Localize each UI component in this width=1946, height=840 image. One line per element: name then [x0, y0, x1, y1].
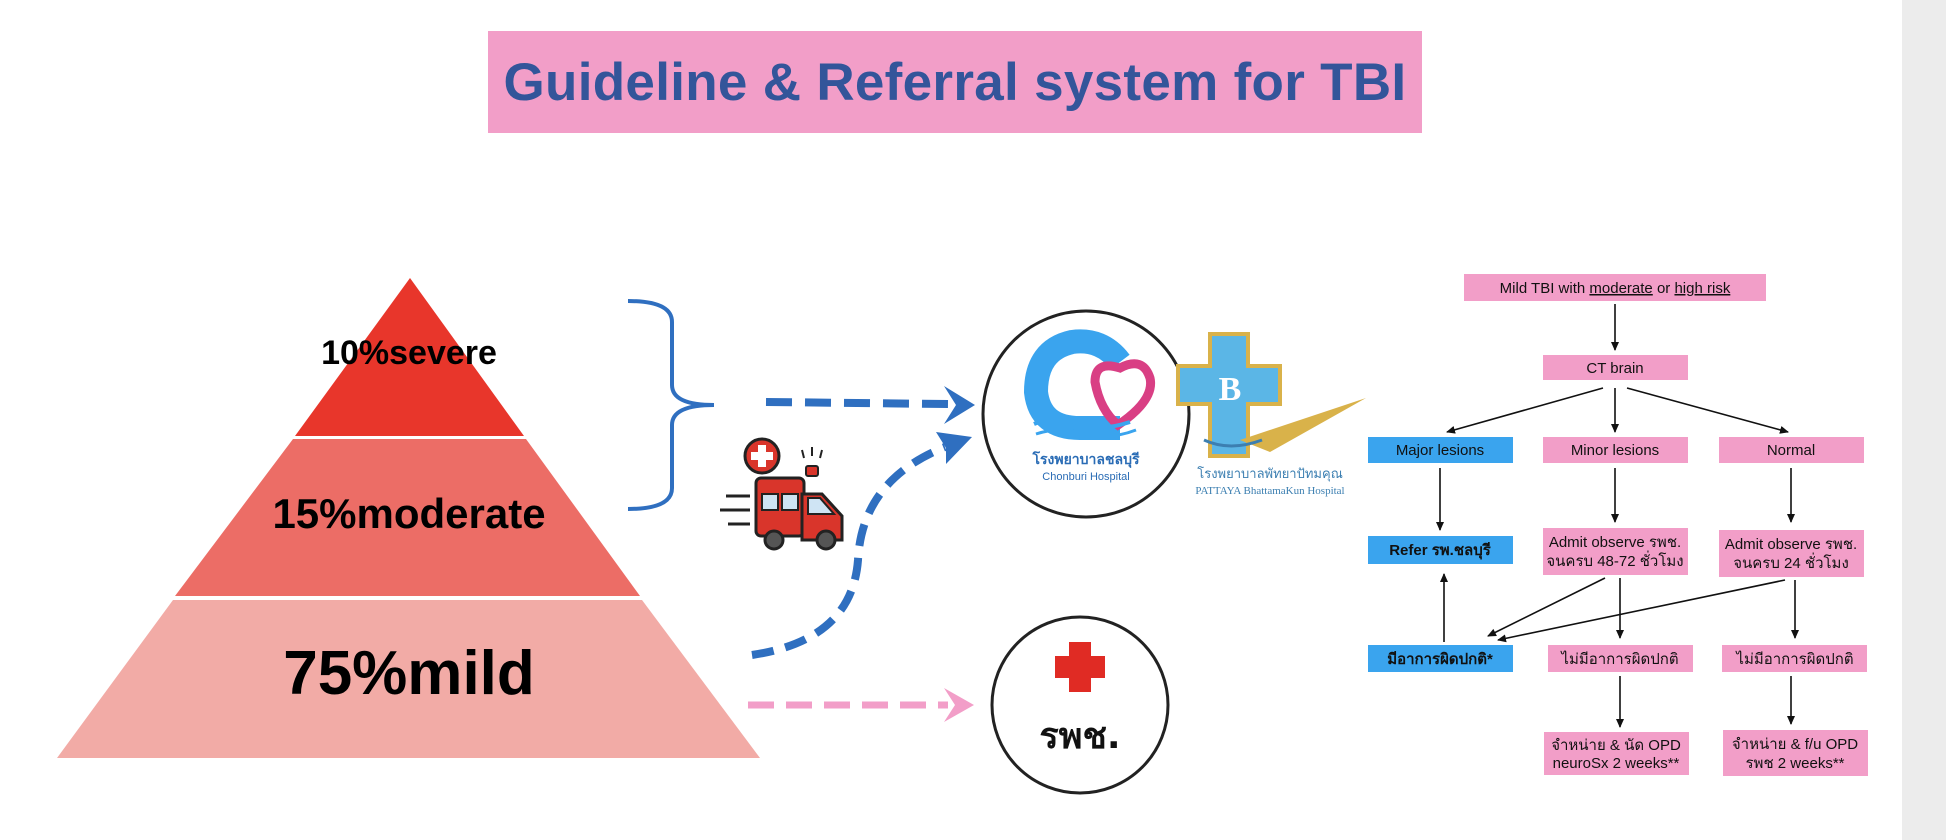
fc-no-abnormal-normal-text: ไม่มีอาการผิดปกติ [1735, 650, 1853, 668]
fc-admit-minor-line2: จนครบ 48-72 ชั่วโมง [1546, 550, 1683, 570]
fc-discharge-minor-line2: neuroSx 2 weeks** [1553, 755, 1680, 772]
fc-no-abnormal-minor-text: ไม่มีอาการผิดปกติ [1560, 650, 1678, 668]
page-title: Guideline & Referral system for TBI [503, 52, 1407, 112]
pyramid-mild-tier [57, 600, 760, 758]
fc-refer-text: Refer รพ.ชลบุรี [1389, 542, 1492, 560]
fc-header-box [1464, 274, 1766, 301]
fc-admit-minor-line1: Admit observe รพช. [1549, 534, 1681, 551]
fc-ct-box [1543, 355, 1688, 380]
mild-tbi-flowchart: Mild TBI with moderate or high risk CT b… [1368, 274, 1868, 776]
fc-abnormal-box [1368, 645, 1513, 672]
mild-referral-curved-arrow [751, 432, 972, 659]
fc-discharge-minor-box [1544, 732, 1689, 775]
community-hospital-node: รพช. [990, 615, 1170, 795]
pyramid-mild-label: 75%mild [283, 639, 535, 708]
pyramid-moderate-tier [175, 439, 640, 596]
fc-minor-text: Minor lesions [1571, 442, 1659, 459]
mild-community-arrow [748, 688, 974, 722]
fc-ct-text: CT brain [1586, 360, 1643, 377]
fc-minor-box [1543, 437, 1688, 463]
fc-discharge-normal-line2: รพช 2 weeks** [1746, 755, 1845, 772]
fc-abnormal-text: มีอาการผิดปกติ* [1387, 650, 1493, 668]
fc-no-abnormal-normal-box [1722, 645, 1867, 672]
fc-no-abnormal-minor-box [1548, 645, 1693, 672]
pattaya-english-name: PATTAYA BhattamaKun Hospital [1195, 485, 1344, 497]
chonburi-hospital-logo: โรงพยาบาลชลบุรี Chonburi Hospital [981, 309, 1191, 519]
fc-discharge-minor-line1: จำหน่าย & นัด OPD [1551, 737, 1681, 754]
chonburi-thai-name: โรงพยาบาลชลบุรี [1032, 450, 1140, 468]
brace-icon [627, 299, 715, 511]
fc-admit-normal-box [1719, 530, 1864, 577]
pyramid-severe-tier [295, 278, 524, 436]
fc-discharge-normal-box [1723, 730, 1868, 776]
title-banner: Guideline & Referral system for TBI [488, 31, 1422, 133]
fc-refer-box [1368, 536, 1513, 564]
fc-admit-normal-line2: จนครบ 24 ชั่วโมง [1733, 552, 1849, 572]
chonburi-english-name: Chonburi Hospital [1042, 471, 1129, 483]
ambulance-icon [720, 437, 844, 551]
red-cross-icon [1055, 642, 1105, 692]
pattaya-thai-name: โรงพยาบาลพัทยาปัทมคุณ [1197, 466, 1343, 482]
fc-major-box [1368, 437, 1513, 463]
fc-major-text: Major lesions [1396, 442, 1484, 459]
pattaya-logo-letter: B [1219, 371, 1242, 408]
pyramid-severe-label: 10%severe [321, 334, 497, 372]
fc-admit-normal-line1: Admit observe รพช. [1725, 536, 1857, 553]
pyramid-moderate-label: 15%moderate [272, 490, 545, 537]
pattaya-hospital-logo: B โรงพยาบาลพัทยาปัทมคุณ PATTAYA Bhattama… [1176, 332, 1366, 497]
fc-discharge-normal-line1: จำหน่าย & f/u OPD [1732, 736, 1858, 753]
community-hospital-label: รพช. [1039, 716, 1120, 757]
fc-normal-box [1719, 437, 1864, 463]
triage-pyramid: 10%severe 15%moderate 75%mild [57, 278, 760, 758]
window-edge [1902, 0, 1946, 840]
severe-moderate-referral-arrow [765, 386, 975, 424]
fc-admit-minor-box [1543, 528, 1688, 575]
fc-normal-text: Normal [1767, 442, 1815, 459]
fc-header-text: Mild TBI with moderate or high risk [1500, 280, 1731, 297]
